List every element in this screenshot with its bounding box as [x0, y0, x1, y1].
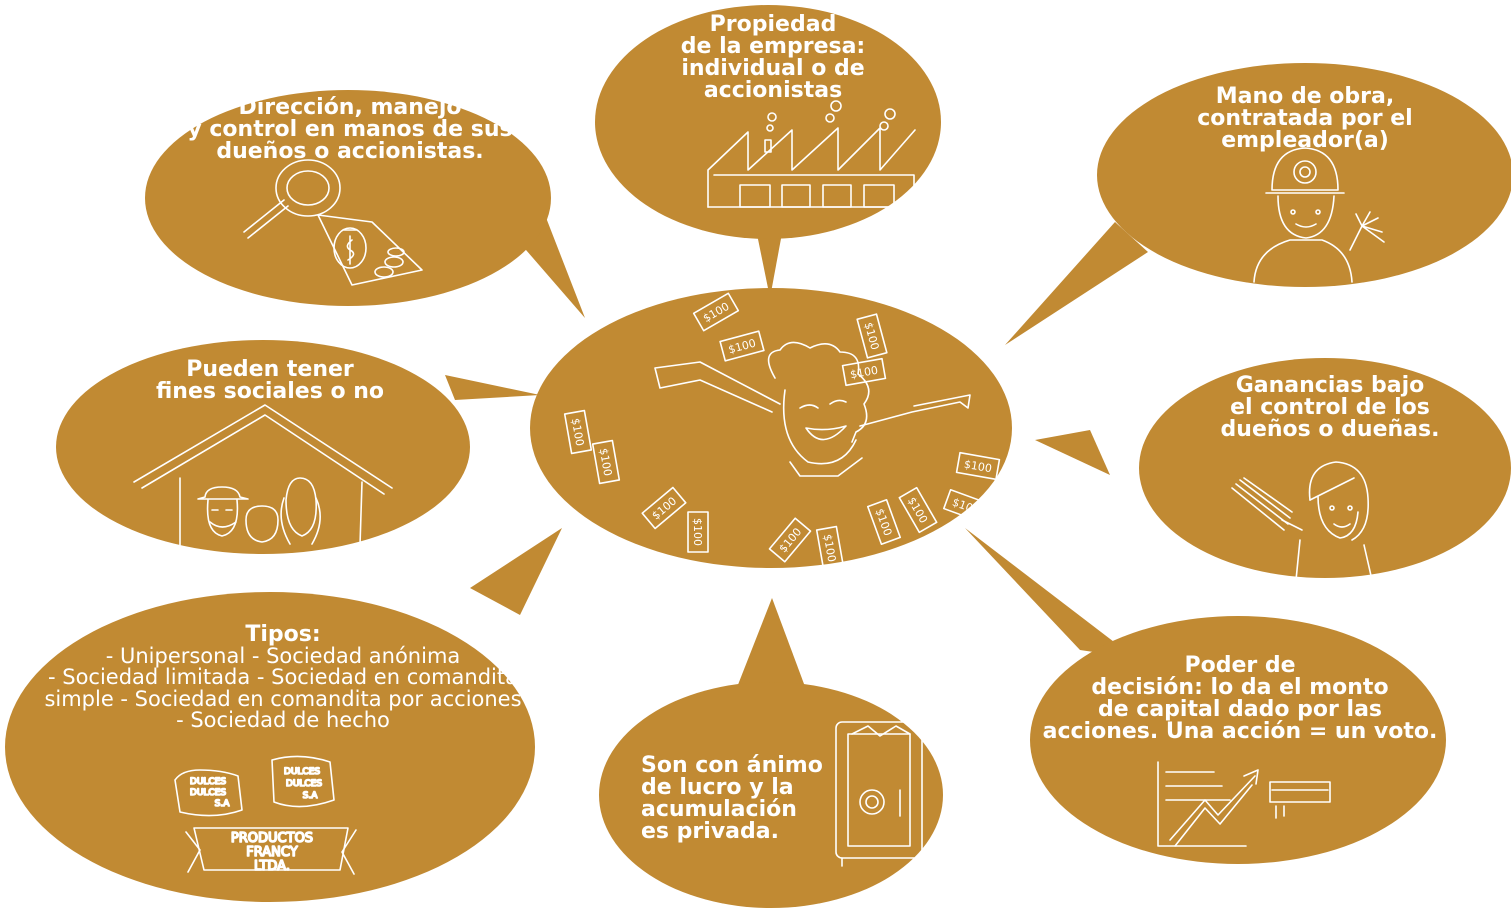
house-family-icon — [133, 404, 393, 546]
bill-14: $100 — [841, 357, 887, 387]
bill-label: $100 — [597, 447, 615, 477]
growth-chart-icon — [1157, 761, 1331, 847]
bubble-direccion — [145, 90, 551, 306]
worker-icon — [1253, 147, 1385, 283]
lucro-text: Son con ánimo de lucro y la acumulación … — [641, 755, 841, 843]
tipos-text: Tipos: - Unipersonal - Sociedad anónima … — [18, 624, 548, 732]
bubble-mano-obra — [1097, 63, 1511, 287]
tipos-line: - Unipersonal - Sociedad anónima — [105, 644, 461, 668]
tail-tipos — [470, 528, 562, 615]
bills-group: $100 $100 $100 $100 $100 $100 $100 $100 … — [563, 292, 1001, 571]
bill-label: $100 — [691, 518, 704, 546]
bubble-poder — [1030, 616, 1446, 864]
bubble-shapes — [5, 5, 1511, 908]
bill-5: $100 — [591, 439, 621, 485]
fines-line: Pueden tener — [186, 357, 354, 382]
fines-text: Pueden tener fines sociales o no — [130, 359, 410, 403]
direccion-line: Dirección, manejo — [238, 95, 462, 120]
tipos-line: - Sociedad limitada - Sociedad en comand… — [47, 665, 518, 690]
bill-label: $100 — [569, 417, 587, 447]
lucro-line: acumulación — [641, 797, 797, 822]
tipos-line: - Sociedad de hecho — [176, 708, 390, 733]
bill-13: $100 — [955, 451, 1001, 481]
tail-ganancias — [1035, 430, 1110, 475]
lucro-line: Son con ánimo — [641, 753, 823, 778]
ganancias-text: Ganancias bajo el control de los dueños … — [1195, 375, 1465, 441]
bill-label: $100 — [821, 533, 839, 563]
bubble-ganancias — [1139, 358, 1511, 578]
tipos-sketch-label: DULCES — [190, 777, 227, 787]
tail-poder — [965, 528, 1135, 658]
ganancias-line: el control de los — [1230, 395, 1430, 420]
direccion-text: Dirección, manejo y control en manos de … — [180, 97, 520, 163]
tipos-line: simple - Sociedad en comandita por accio… — [44, 686, 522, 711]
tail-fines — [445, 375, 540, 400]
tipos-sketch-label: DULCES — [286, 779, 323, 789]
mano-obra-line: empleador(a) — [1221, 128, 1389, 153]
celebrating-person-icon — [654, 341, 971, 477]
bill-7: $100 — [687, 511, 709, 553]
direccion-line: y control en manos de sus — [187, 117, 513, 142]
mano-obra-text: Mano de obra, contratada por el empleado… — [1175, 86, 1435, 152]
bill-label: $100 — [849, 364, 879, 382]
tipos-sketch-label: LTDA. — [254, 859, 290, 874]
poder-line: decisión: lo da el monto — [1091, 675, 1389, 700]
factory-icon — [707, 100, 916, 208]
fines-line: fines sociales o no — [155, 379, 385, 404]
money-bag-icon — [243, 159, 423, 286]
mano-obra-line: Mano de obra, — [1215, 84, 1395, 109]
bill-4: $100 — [563, 409, 593, 455]
tipos-sketch-label: DULCES — [284, 767, 321, 777]
bubble-fines — [56, 340, 470, 554]
tipos-sketch-label: S.A — [215, 799, 231, 809]
product-labels-sketch: DULCES DULCES S.A DULCES DULCES S.A PROD… — [174, 755, 357, 875]
poder-text: Poder de decisión: lo da el monto de cap… — [1040, 655, 1440, 743]
bill-label: $100 — [963, 458, 993, 476]
lucro-line: de lucro y la — [641, 775, 794, 800]
propiedad-line: de la empresa: — [680, 34, 866, 59]
woman-money-icon — [1231, 461, 1373, 581]
tipos-sketch-label: PRODUCTOS — [231, 831, 313, 846]
tipos-title: Tipos: — [245, 622, 321, 647]
tipos-sketch-label: DULCES — [190, 788, 227, 798]
bubble-tipos — [5, 592, 535, 902]
ganancias-line: dueños o dueñas. — [1220, 417, 1440, 442]
bubble-center — [530, 288, 1012, 568]
poder-line: Poder de — [1184, 653, 1296, 678]
bill-9: $100 — [815, 525, 845, 571]
safe-icon — [835, 721, 923, 867]
ganancias-line: Ganancias bajo — [1235, 373, 1425, 398]
tail-mano-obra — [1005, 222, 1148, 345]
tail-lucro — [732, 598, 810, 700]
bubble-propiedad — [595, 5, 941, 239]
propiedad-line: individual o de accionistas — [681, 56, 865, 103]
lucro-line: es privada. — [641, 819, 779, 844]
mano-obra-line: contratada por el — [1197, 106, 1413, 131]
propiedad-line: Propiedad — [709, 12, 837, 37]
tipos-sketch-label: FRANCY — [246, 845, 297, 860]
direccion-line: dueños o accionistas. — [216, 139, 484, 164]
bubble-lucro — [599, 682, 943, 908]
tipos-sketch-label: S.A — [303, 791, 319, 801]
poder-line: de capital dado por las — [1097, 697, 1383, 722]
poder-line: acciones. Una acción = un voto. — [1042, 719, 1438, 744]
propiedad-text: Propiedad de la empresa: individual o de… — [623, 14, 923, 102]
